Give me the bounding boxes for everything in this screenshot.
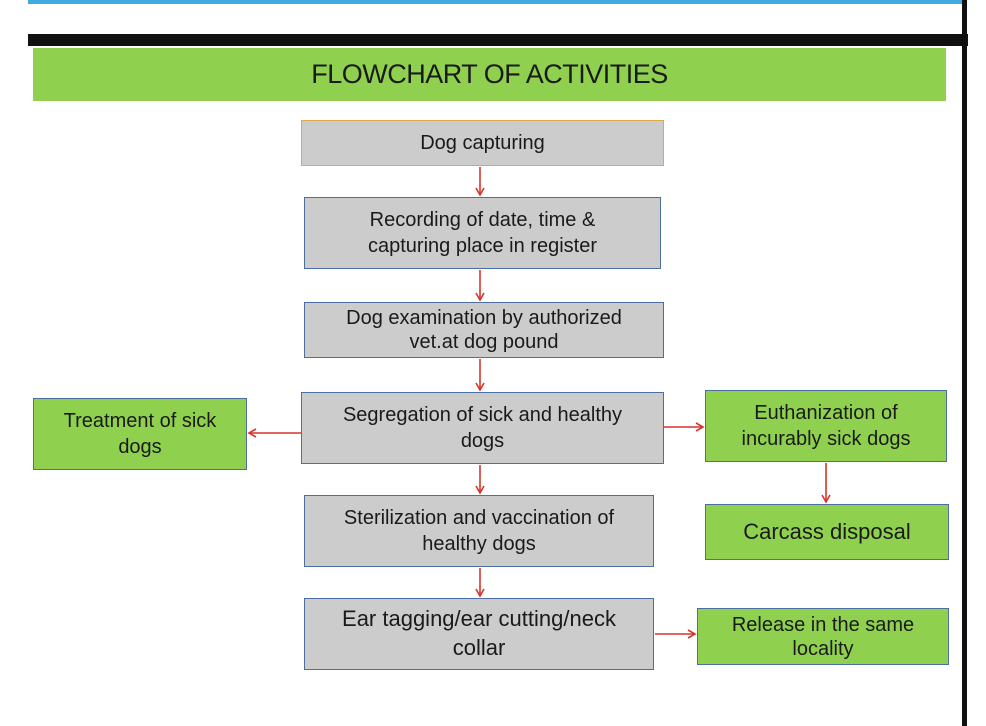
node-label: Sterilization and vaccination of healthy… [343, 507, 615, 555]
flowchart-title: FLOWCHART OF ACTIVITIES [33, 48, 946, 101]
top-accent-line [28, 0, 966, 4]
node-label: Euthanization of incurably sick dogs [741, 402, 911, 450]
node-label: Dog capturing [420, 132, 545, 154]
node-segregation: Segregation of sick and healthy dogs [301, 392, 664, 464]
header-dark-bar [28, 34, 968, 46]
node-ear-tagging: Ear tagging/ear cutting/neck collar [304, 598, 654, 670]
node-carcass-disposal: Carcass disposal [705, 504, 949, 560]
node-dog-capturing: Dog capturing [301, 120, 664, 166]
node-release: Release in the same locality [697, 608, 949, 665]
node-recording: Recording of date, time & capturing plac… [304, 197, 661, 269]
node-label: Segregation of sick and healthy dogs [342, 404, 623, 452]
node-label: Ear tagging/ear cutting/neck collar [342, 606, 616, 660]
node-label: Dog examination by authorized vet.at dog… [346, 307, 622, 353]
node-label: Recording of date, time & capturing plac… [367, 209, 597, 257]
node-label: Carcass disposal [743, 518, 911, 544]
node-euthanization: Euthanization of incurably sick dogs [705, 390, 947, 462]
node-examination: Dog examination by authorized vet.at dog… [304, 302, 664, 358]
node-treatment: Treatment of sick dogs [33, 398, 247, 470]
node-label: Treatment of sick dogs [63, 410, 217, 458]
right-border-line [962, 0, 967, 726]
node-sterilization: Sterilization and vaccination of healthy… [304, 495, 654, 567]
node-label: Release in the same locality [731, 613, 915, 660]
